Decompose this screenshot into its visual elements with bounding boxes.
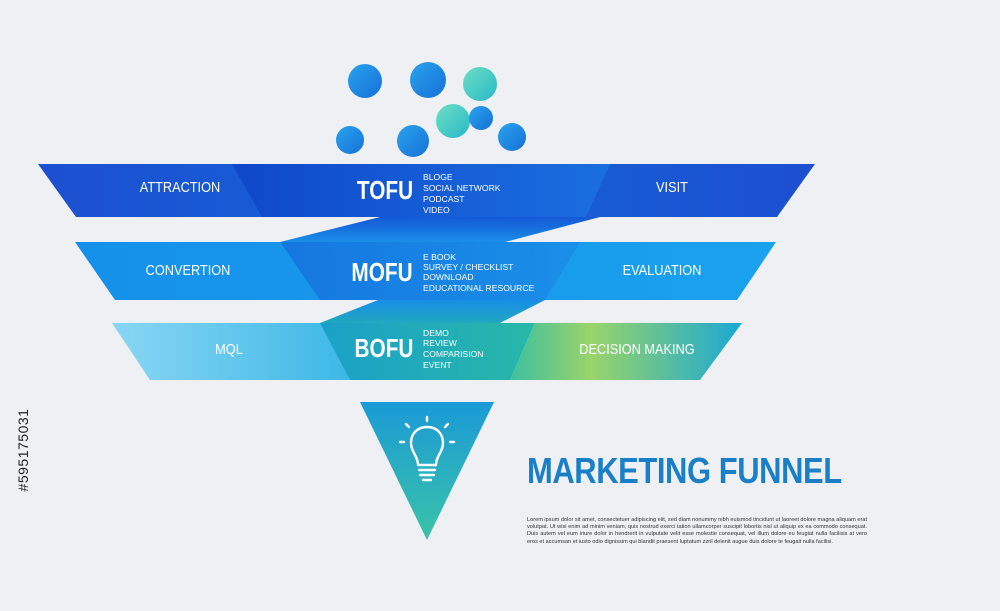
tofu-band — [38, 164, 815, 217]
mofu-item: E BOOK — [423, 252, 456, 262]
bofu-item: EVENT — [423, 360, 452, 370]
tofu-center-panel — [232, 164, 610, 217]
mofu-right-label: EVALUATION — [623, 261, 702, 278]
bofu-band — [112, 323, 742, 380]
tofu-right-label: VISIT — [656, 178, 688, 195]
bofu-items: DEMO REVIEW COMPARISION EVENT — [423, 328, 483, 370]
mofu-item: SURVEY / CHECKLIST — [423, 262, 514, 272]
bubble — [410, 62, 446, 98]
mofu-item: DOWNLOAD — [423, 272, 474, 282]
bubble — [436, 104, 470, 138]
bofu-item: REVIEW — [423, 338, 458, 348]
bofu-center-label: BOFU — [355, 334, 414, 363]
bubble — [463, 67, 497, 101]
mofu-item: EDUCATIONAL RESOURCE — [423, 283, 535, 293]
bofu-item: COMPARISION — [423, 349, 483, 359]
tofu-center-label: TOFU — [357, 176, 413, 205]
bubble — [336, 126, 364, 154]
bubble — [348, 64, 382, 98]
ribbon-mofu-bofu — [320, 300, 545, 323]
tofu-left-label: ATTRACTION — [140, 178, 220, 195]
tofu-item: SOCIAL NETWORK — [423, 183, 501, 193]
tofu-item: PODCAST — [423, 194, 465, 204]
bofu-left-label: MQL — [215, 340, 243, 357]
page-title: MARKETING FUNNEL — [527, 450, 842, 491]
ribbon-tofu-mofu — [280, 217, 600, 242]
bofu-right-label: DECISION MAKING — [579, 340, 694, 357]
tofu-items: BLOGE SOCIAL NETWORK PODCAST VIDEO — [423, 172, 501, 215]
bofu-center-panel — [320, 323, 535, 380]
mofu-center-label: MOFU — [351, 258, 412, 287]
mofu-band — [75, 242, 776, 300]
bubble — [498, 123, 526, 151]
bubble — [469, 106, 493, 130]
lightbulb-icon — [398, 415, 456, 482]
bubble — [397, 125, 429, 157]
stock-id: #595175031 — [15, 408, 31, 492]
mofu-items: E BOOK SURVEY / CHECKLIST DOWNLOAD EDUCA… — [423, 252, 535, 293]
bofu-item: DEMO — [423, 328, 449, 338]
tofu-item: VIDEO — [423, 205, 450, 215]
tofu-item: BLOGE — [423, 172, 453, 182]
bofu-right-panel — [510, 323, 742, 380]
bubbles-group — [336, 62, 526, 157]
mofu-left-label: CONVERTION — [146, 261, 231, 278]
body-paragraph: Lorem ipsum dolor sit amet, consectetuer… — [527, 517, 867, 545]
bofu-left-panel — [112, 323, 350, 380]
mofu-center-panel — [280, 242, 580, 300]
